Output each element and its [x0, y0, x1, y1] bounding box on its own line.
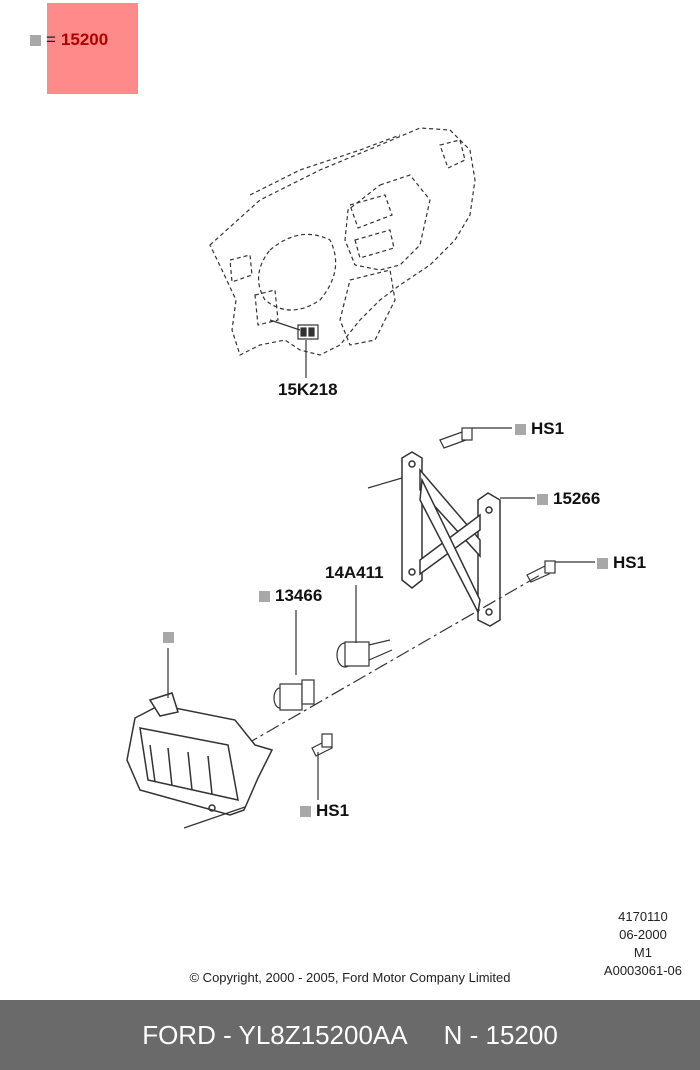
grey-square-icon [163, 632, 174, 643]
callout-bracket: 15266 [537, 489, 600, 509]
callout-screw-bottom: HS1 [300, 801, 349, 821]
switch-part [269, 319, 319, 340]
callout-bulb-socket-label: 14A411 [325, 563, 384, 582]
legend-symbol: = [46, 30, 56, 49]
grey-square-icon [259, 590, 270, 602]
callout-lamp-assembly [163, 632, 179, 643]
highlight-box [47, 3, 138, 94]
copyright: © Copyright, 2000 - 2005, Ford Motor Com… [189, 970, 511, 985]
grey-square-icon [515, 423, 526, 435]
drawing-meta: 4170110 06-2000 M1 A0003061-06 [604, 908, 682, 980]
meta-line-2: 06-2000 [619, 927, 667, 942]
screw-top [439, 427, 473, 449]
callout-bulb-label: 13466 [275, 586, 323, 605]
grey-square-icon [597, 557, 608, 569]
grey-square-icon [537, 493, 548, 505]
grey-square-icon [300, 805, 311, 817]
callout-screw-top-label: HS1 [531, 419, 565, 438]
screw-right [526, 560, 556, 583]
bulb-part [273, 679, 315, 711]
footer-number: N - 15200 [443, 1019, 558, 1050]
callout-switch-label: 15K218 [278, 380, 338, 399]
callout-screw-top: HS1 [515, 419, 564, 439]
callout-screw-right-label: HS1 [613, 553, 647, 572]
meta-line-4: A0003061-06 [603, 963, 682, 978]
callout-bulb: 13466 [259, 586, 322, 606]
assembly-axis [244, 574, 541, 746]
callout-bulb-socket: 14A411 [325, 563, 384, 583]
screw-bottom [311, 733, 333, 757]
callout-switch: 15K218 [278, 380, 338, 400]
grey-square-icon [30, 34, 41, 46]
parts-diagram [126, 127, 595, 829]
footer-brand-part: FORD - YL8Z15200AA [142, 1019, 408, 1050]
bulb-socket-part [336, 639, 393, 668]
legend-code: 15200 [60, 30, 109, 49]
footer-bar: FORD - YL8Z15200AA N - 15200 [0, 1000, 700, 1070]
bracket-part [401, 451, 501, 627]
callout-screw-bottom-label: HS1 [316, 801, 350, 820]
meta-line-3: M1 [633, 945, 652, 960]
dashboard-outline [209, 127, 476, 356]
callout-screw-right: HS1 [597, 553, 646, 573]
legend: = 15200 [30, 30, 108, 50]
fog-lamp-part [126, 692, 274, 816]
callout-bracket-label: 15266 [553, 489, 601, 508]
meta-line-1: 4170110 [618, 909, 668, 924]
